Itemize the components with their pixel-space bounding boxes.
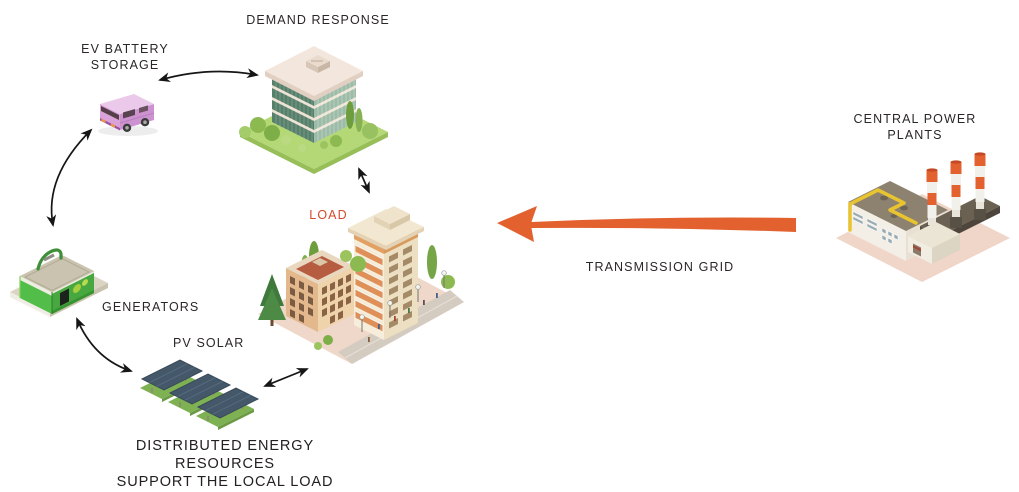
arrow-ev-generators <box>46 128 93 227</box>
generators-label: GENERATORS <box>102 300 200 314</box>
load-label: LOAD <box>309 208 348 222</box>
transmission-grid-label: TRANSMISSION GRID <box>585 260 735 274</box>
ev-van-illustration <box>98 94 158 136</box>
office-building-illustration <box>239 46 388 174</box>
pv-solar-label: PV SOLAR <box>173 336 245 350</box>
arrow-pv-solar-load <box>263 368 309 387</box>
ev-battery-storage-label: EV BATTERY STORAGE <box>81 42 169 72</box>
portable-generator-illustration <box>10 248 108 317</box>
arrow-generators-pv-solar <box>76 317 133 373</box>
apartment-buildings-illustration <box>258 206 464 364</box>
transmission-arrow <box>497 206 796 242</box>
bottom-caption: DISTRIBUTED ENERGY RESOURCES SUPPORT THE… <box>116 438 334 490</box>
power-plant-illustration <box>836 152 1010 282</box>
central-power-plants-label: CENTRAL POWER PLANTS <box>853 112 977 142</box>
solar-panels-illustration <box>140 359 260 430</box>
demand-response-label: DEMAND RESPONSE <box>246 13 390 27</box>
